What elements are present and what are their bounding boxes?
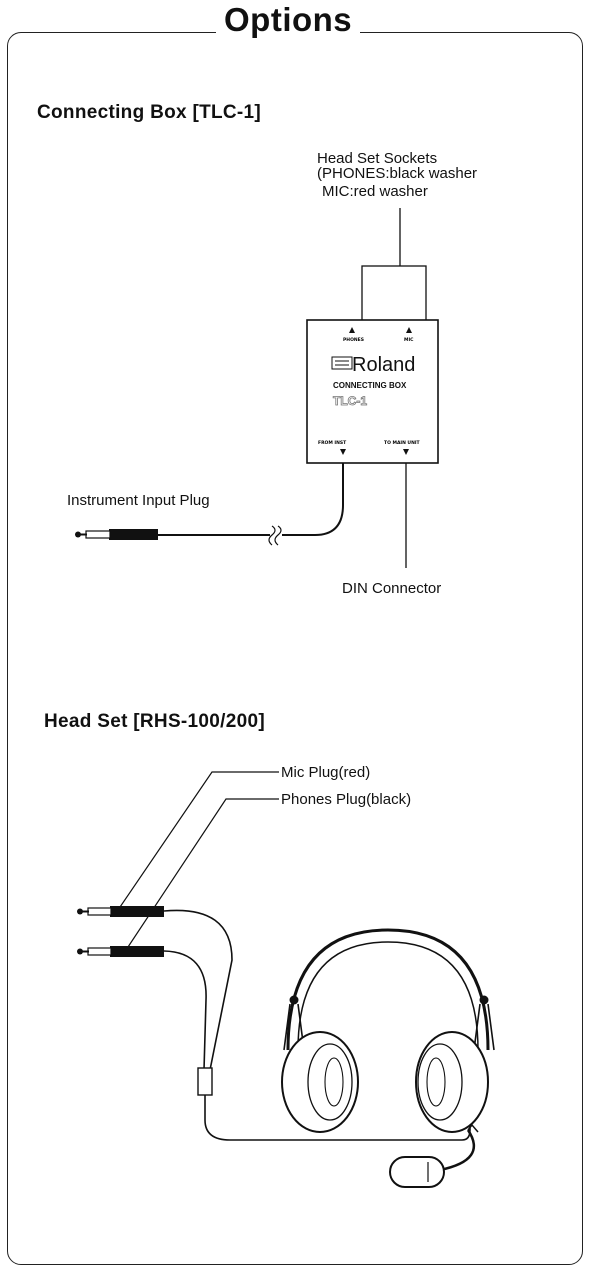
head-set-sockets-label: Head Set Sockets bbox=[317, 150, 438, 167]
box-model-text: TLC-1 bbox=[333, 394, 367, 408]
boom-mic-icon bbox=[389, 1156, 445, 1188]
mic-plug-icon bbox=[77, 906, 164, 917]
box-label-to-main: TO MAIN UNIT bbox=[384, 440, 421, 446]
head-set-heading: Head Set [RHS-100/200] bbox=[44, 711, 265, 732]
connecting-box-unit: PHONES MIC Roland CONNECTING BOX TLC-1 F… bbox=[306, 319, 439, 464]
svg-text:Roland: Roland bbox=[352, 354, 415, 376]
instrument-input-plug-icon bbox=[75, 529, 158, 540]
connecting-box-heading: Connecting Box [TLC-1] bbox=[37, 102, 262, 123]
mic-socket-icon bbox=[406, 327, 412, 333]
sockets-phones-label: (PHONES:black washer bbox=[317, 165, 478, 182]
instrument-input-plug-label: Instrument Input Plug bbox=[67, 492, 210, 509]
headphones-icon bbox=[281, 928, 495, 1172]
box-label-phones: PHONES bbox=[343, 337, 364, 343]
mic-plug-label: Mic Plug(red) bbox=[281, 764, 371, 781]
instrument-cable bbox=[158, 463, 344, 546]
socket-leader bbox=[361, 208, 427, 327]
box-label-mic: MIC bbox=[404, 337, 414, 343]
roland-logo-icon: Roland bbox=[331, 354, 415, 376]
phones-plug-icon bbox=[77, 946, 164, 957]
box-name-text: CONNECTING BOX bbox=[333, 381, 407, 390]
phones-plug-label: Phones Plug(black) bbox=[281, 791, 412, 808]
page-title: Options bbox=[216, 0, 361, 46]
to-main-port-icon bbox=[403, 449, 409, 455]
plug-leader-lines bbox=[117, 771, 279, 951]
from-inst-port-icon bbox=[340, 449, 346, 455]
box-label-from-inst: FROM INST bbox=[318, 440, 347, 446]
phones-socket-icon bbox=[349, 327, 355, 333]
sockets-mic-label: MIC:red washer bbox=[322, 183, 428, 200]
din-connector-label: DIN Connector bbox=[342, 580, 442, 597]
